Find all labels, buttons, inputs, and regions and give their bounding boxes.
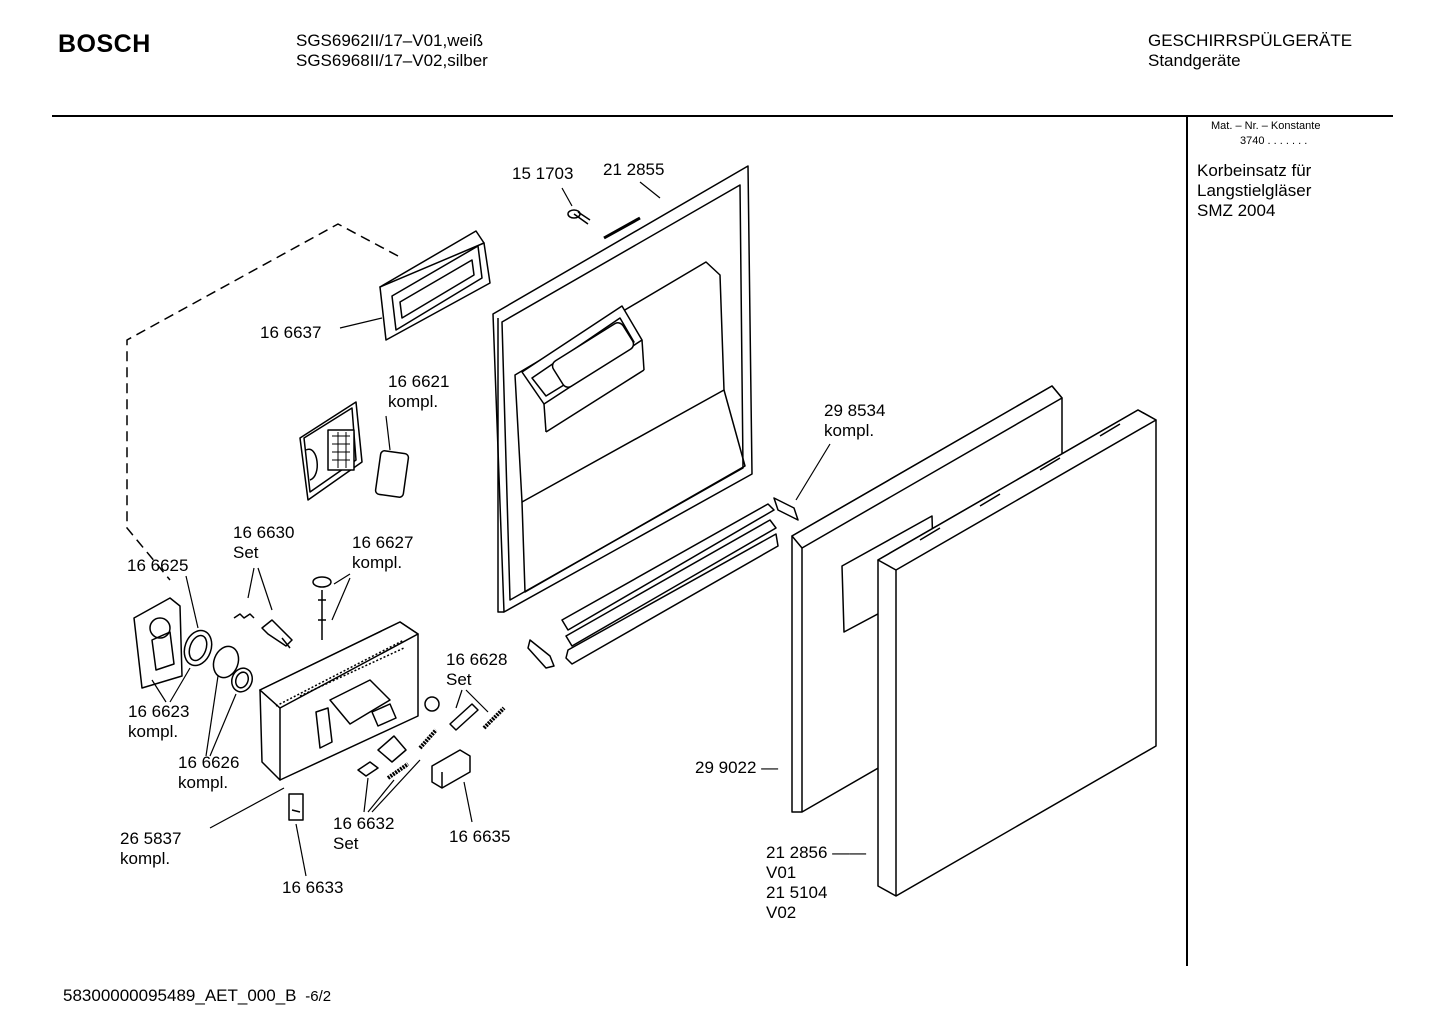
- part-label-line: 16 6627: [352, 533, 414, 552]
- part-label-line: 16 6621: [388, 372, 450, 391]
- part-label-line: Set: [333, 834, 359, 853]
- part-label-line: V01: [766, 863, 797, 882]
- front-panel: [877, 409, 1157, 897]
- dispenser-housing: [259, 621, 419, 781]
- part-label-166628: 16 6628 Set: [446, 650, 507, 690]
- part-label-166623: 16 6623 kompl.: [128, 702, 189, 742]
- mat-value: 3740 . . . . . . .: [1240, 135, 1308, 147]
- bosch-logo: BOSCH: [58, 30, 151, 58]
- inner-door-panel: [492, 165, 753, 613]
- clip-part: [288, 793, 304, 821]
- part-label-line: V02: [766, 903, 797, 922]
- sidebar-note: Korbeinsatz für Langstielgläser SMZ 2004: [1197, 161, 1311, 221]
- part-label-line: Set: [446, 670, 472, 689]
- page-number: -6/2: [305, 988, 332, 1005]
- part-label-line: 16 6630: [233, 523, 295, 542]
- part-label-line: kompl.: [824, 421, 875, 440]
- part-label-166625: 16 6625: [127, 556, 189, 575]
- part-label-299022: 29 9022 —: [695, 758, 779, 777]
- part-label-line: 26 5837: [120, 829, 182, 848]
- mat-label: Mat. – Nr. – Konstante: [1211, 120, 1321, 132]
- part-label-line: kompl.: [352, 553, 403, 572]
- note-line-2: Langstielgläser: [1197, 181, 1312, 200]
- part-label-166627: 16 6627 kompl.: [352, 533, 413, 573]
- switch-part: [431, 749, 471, 789]
- part-label-line: 16 6626: [178, 753, 240, 772]
- dispenser-lid-part: [133, 597, 183, 689]
- part-label-line: 29 8534: [824, 401, 886, 420]
- part-label-151703: 15 1703: [512, 164, 574, 183]
- part-label-166621: 16 6621 kompl.: [388, 372, 449, 412]
- part-label-212855: 21 2855: [603, 160, 665, 179]
- assembly-dashed-line: [126, 223, 399, 581]
- part-label-line: kompl.: [120, 849, 171, 868]
- model-line-1: SGS6962II/17–V01,weiß: [296, 31, 484, 50]
- part-label-166632: 16 6632 Set: [333, 814, 394, 854]
- category-line-2: Standgeräte: [1148, 51, 1241, 70]
- note-line-1: Korbeinsatz für: [1197, 161, 1312, 180]
- category-line-1: GESCHIRRSPÜLGERÄTE: [1148, 31, 1353, 50]
- spring-set: [357, 728, 438, 780]
- part-label-line: kompl.: [388, 392, 439, 411]
- part-label-line: 16 6628: [446, 650, 508, 669]
- bottom-rail: [527, 497, 799, 669]
- spring-lever-set: [233, 613, 293, 649]
- lever-set: [424, 696, 506, 731]
- footer: 58300000095489_AET_000_B -6/2: [63, 986, 331, 1006]
- seal-rings: [183, 629, 254, 693]
- leader-lines: [151, 181, 831, 877]
- part-label-166633: 16 6633: [282, 878, 344, 897]
- part-label-line: 21 2856 ——: [766, 843, 867, 862]
- gasket-frame: [379, 230, 491, 341]
- category: GESCHIRRSPÜLGERÄTE Standgeräte: [1148, 31, 1352, 71]
- part-label-line: kompl.: [128, 722, 179, 741]
- part-label-line: 16 6632: [333, 814, 395, 833]
- part-label-166637: 16 6637: [260, 323, 322, 342]
- valve-part: [312, 576, 332, 640]
- part-label-298534: 29 8534 kompl.: [824, 401, 885, 441]
- part-label-212856: 21 2856 —— V01 21 5104 V02: [766, 843, 866, 923]
- model-line-2: SGS6968II/17–V02,silber: [296, 51, 488, 70]
- note-line-3: SMZ 2004: [1197, 201, 1276, 220]
- part-label-166626: 16 6626 kompl.: [178, 753, 239, 793]
- filter-insert: [299, 401, 410, 501]
- part-label-line: Set: [233, 543, 259, 562]
- part-label-line: kompl.: [178, 773, 229, 792]
- model-numbers: SGS6962II/17–V01,weiß SGS6968II/17–V02,s…: [296, 31, 488, 71]
- part-label-265837: 26 5837 kompl.: [120, 829, 181, 869]
- screw-part: [567, 209, 591, 225]
- part-label-166630: 16 6630 Set: [233, 523, 294, 563]
- part-label-166635: 16 6635: [449, 827, 511, 846]
- part-label-line: 16 6623: [128, 702, 190, 721]
- doc-id: 58300000095489_AET_000_B: [63, 986, 297, 1005]
- part-label-line: 21 5104: [766, 883, 828, 902]
